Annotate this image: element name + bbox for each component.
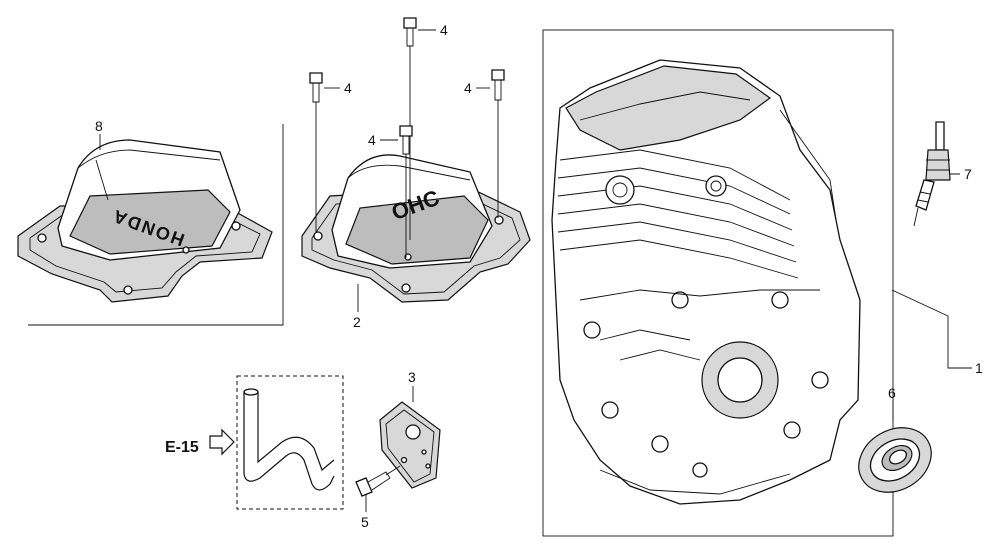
- callout-4-top: 4: [440, 22, 448, 38]
- callout-4-right: 4: [464, 80, 472, 96]
- valve-cover-honda: [17, 124, 284, 326]
- reference-label: E-15: [165, 439, 199, 456]
- callout-8: 8: [95, 118, 103, 134]
- bolts: [309, 17, 505, 258]
- callout-3: 3: [408, 369, 416, 385]
- breather-plate: [379, 401, 441, 489]
- callout-4-middle: 4: [368, 132, 376, 148]
- spark-plug: [913, 121, 951, 227]
- callout-1: 1: [975, 360, 983, 376]
- reference-arrow: [209, 428, 235, 456]
- breather-tube: [236, 375, 344, 510]
- callout-5: 5: [361, 514, 369, 530]
- callout-7: 7: [964, 166, 972, 182]
- callout-4-left: 4: [344, 80, 352, 96]
- valve-cover-ohc: [301, 154, 531, 303]
- cylinder-block: [542, 29, 894, 537]
- callout-2: 2: [353, 314, 361, 330]
- oil-seal: [858, 427, 932, 493]
- small-bolt: [355, 465, 401, 497]
- callout-6: 6: [888, 385, 896, 401]
